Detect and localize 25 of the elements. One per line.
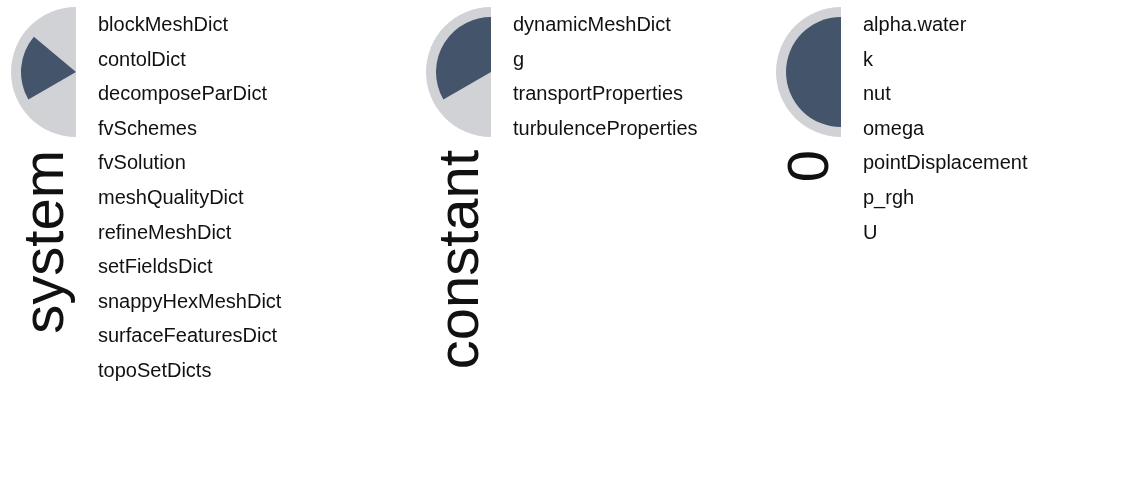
file-name: k [863, 46, 873, 71]
file-name: pointDisplacement [863, 150, 1028, 175]
file-name: refineMeshDict [98, 219, 232, 244]
folder-heading: 0 [777, 150, 839, 183]
folder-heading: system [12, 150, 74, 334]
file-name: decomposeParDict [98, 81, 267, 106]
file-name: p_rgh [863, 185, 915, 209]
file-name: fvSchemes [98, 115, 197, 140]
file-name: g [513, 46, 525, 71]
file-name: contolDict [98, 46, 186, 71]
file-name: snappyHexMeshDict [98, 288, 282, 313]
file-name: fvSolution [98, 150, 186, 175]
file-name: surfaceFeaturesDict [98, 323, 277, 348]
file-name: nut [863, 81, 891, 106]
file-name: U [863, 219, 878, 244]
file-name: transportProperties [513, 81, 684, 106]
file-name: omega [863, 115, 925, 140]
file-name: topoSetDicts [98, 358, 212, 382]
file-name: turbulenceProperties [513, 115, 698, 140]
file-name: setFieldsDict [98, 254, 213, 279]
file-name: alpha.water [863, 12, 967, 36]
file-name: blockMeshDict [98, 12, 229, 36]
file-name: meshQualityDict [98, 185, 244, 209]
file-name: dynamicMeshDict [513, 12, 671, 36]
folder-heading: constant [427, 150, 489, 370]
